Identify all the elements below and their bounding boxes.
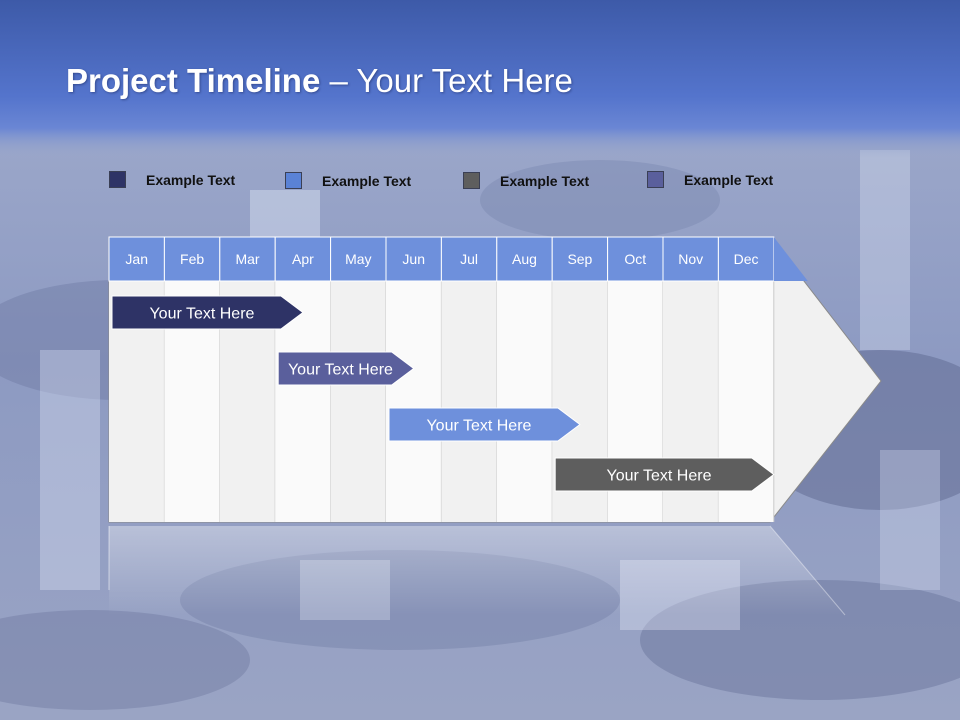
month-header-cell [662, 236, 719, 282]
month-header-cell [219, 236, 276, 282]
title-bold-part: Project Timeline [66, 62, 321, 99]
task-bar[interactable] [554, 457, 775, 492]
task-label: Your Text Here [288, 362, 393, 379]
month-column [386, 281, 442, 522]
month-header-cell [607, 236, 664, 282]
month-header-cell [496, 236, 553, 282]
task-bar[interactable] [388, 407, 581, 442]
month-header-cell [274, 236, 332, 282]
legend-swatch [647, 171, 664, 188]
month-header-cell [385, 236, 442, 282]
month-label: Dec [734, 251, 759, 267]
month-label: Aug [512, 251, 537, 267]
month-header-cell [440, 236, 498, 282]
month-header-cell [330, 236, 387, 282]
legend-swatch [285, 172, 302, 189]
month-label: Oct [624, 251, 646, 267]
month-label: Mar [235, 251, 259, 267]
task-bar[interactable] [277, 351, 415, 386]
legend-swatch [463, 172, 480, 189]
month-header-cell [717, 236, 775, 282]
month-column [496, 281, 553, 522]
timeline-reflection [109, 526, 845, 615]
task-label: Your Text Here [426, 418, 531, 435]
month-label: Jul [460, 251, 478, 267]
month-header-cell [108, 236, 165, 282]
month-label: Jun [402, 251, 425, 267]
legend-swatch [109, 171, 126, 188]
legend-label: Example Text [500, 173, 590, 189]
header-arrow-tip [773, 237, 808, 281]
month-column [330, 281, 386, 522]
month-column [441, 281, 497, 522]
month-header: Jan Feb Mar Apr May Jun Jul Aug Sep Oct Nov Dec [108, 236, 808, 282]
slide-title: Project Timeline – Your Text Here [66, 58, 573, 108]
task-label: Your Text Here [607, 468, 712, 485]
title-subtitle-part: – Your Text Here [320, 62, 573, 99]
month-label: Feb [180, 251, 204, 267]
month-label: Nov [678, 251, 703, 267]
month-label: Jan [125, 251, 148, 267]
legend-label: Example Text [322, 173, 412, 189]
legend-label: Example Text [684, 172, 774, 188]
month-label: Sep [567, 251, 592, 267]
legend-label: Example Text [146, 172, 236, 188]
month-header-cell [163, 236, 221, 282]
month-label: Apr [292, 251, 314, 267]
month-label: May [345, 251, 371, 267]
task-label: Your Text Here [149, 306, 254, 323]
task-bar[interactable] [111, 295, 304, 330]
